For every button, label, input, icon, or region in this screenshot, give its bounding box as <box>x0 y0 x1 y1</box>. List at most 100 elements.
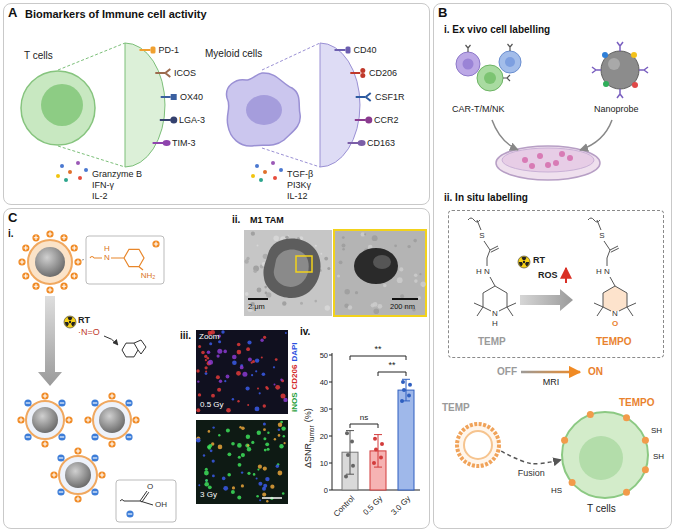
myeloid-zoom-part-part <box>355 119 366 121</box>
fluorescence-image-outline-part <box>240 366 244 370</box>
node-label: 3 Gy <box>200 490 217 500</box>
annotation-label: ROS <box>538 270 558 281</box>
tem-image-outline-part <box>300 302 303 305</box>
nanoprobe-outline-part <box>608 58 620 70</box>
nanoprobe-outline-part <box>603 81 609 87</box>
fluorescence-image: Zoom0.5 Gy <box>196 330 288 414</box>
t-cell-zoom-part-part <box>165 69 170 77</box>
annotation-label: 0 <box>324 486 328 495</box>
tem-image-outline-part <box>371 303 375 307</box>
nanoparticle-part <box>46 230 53 237</box>
fluorescence-image-outline-part <box>247 444 249 446</box>
annotation-label: ON <box>588 366 603 378</box>
fluorescence-image-outline-part <box>267 448 270 451</box>
annotation-label: 20 <box>320 432 328 441</box>
radical-reaction <box>38 296 146 386</box>
tem-image-outline-part <box>374 309 380 315</box>
fluorescence-image-outline-part <box>196 420 288 504</box>
node-label: 2 μm <box>248 302 265 311</box>
reaction-arrow-part <box>520 289 573 311</box>
annotation-label: SH <box>651 426 662 436</box>
annotation-label: PD-1 <box>159 45 180 56</box>
annotation-label: O <box>147 482 153 492</box>
fluorescence-image-outline-part <box>241 484 244 487</box>
fluorescence-image-outline-part <box>196 369 199 372</box>
t-cell-zoom-part <box>160 117 178 124</box>
annotation-label: RT <box>78 315 90 326</box>
bar-chart-part <box>350 356 406 428</box>
t-cell-outline <box>561 411 649 499</box>
t-cell-outline-part <box>21 71 95 145</box>
node-label: T cells <box>587 503 616 515</box>
fluorescence-image-outline-part <box>255 370 257 372</box>
petri-dish-part <box>529 163 535 169</box>
rotated-label-group: iNOSCD206DAPI <box>290 339 300 412</box>
car-cells-outline-part <box>463 59 474 70</box>
node-label: M1 TAM <box>250 215 284 226</box>
fluorescence-image-outline-part <box>212 475 215 478</box>
fluorescence-image-outline-part <box>255 358 259 362</box>
bar-chart-part-part <box>379 456 383 460</box>
cytokine-dots-part <box>68 170 72 174</box>
annotation-label: tumor <box>308 425 316 442</box>
t-cell-zoom-part <box>125 43 165 167</box>
annotation-label: LGA-3 <box>179 115 205 126</box>
nanoparticle <box>18 230 81 293</box>
bar-chart-part-part <box>401 380 405 384</box>
annotation-label: DAPI <box>290 342 300 361</box>
annotation-label: OFF <box>497 366 517 378</box>
nanoprobe-outline-part <box>592 42 648 98</box>
nanoparticle-part <box>71 272 78 279</box>
fluorescence-image-outline-part <box>196 408 200 412</box>
fluorescence-image-outline-part <box>253 473 256 476</box>
fluorescence-image-outline-part <box>278 423 282 427</box>
fluorescence-image-outline-part <box>246 386 250 390</box>
fluorescence-image-outline-part <box>252 360 255 363</box>
t-cell-zoom-part <box>153 140 171 146</box>
node-label: Myeloid cells <box>205 48 262 60</box>
myeloid-zoom-part <box>355 117 373 124</box>
fluorescence-image-outline-part <box>282 492 285 495</box>
reaction-arrow-part <box>521 371 580 374</box>
liposome-outline-part <box>457 424 499 466</box>
car-cells-outline-part <box>466 44 513 81</box>
reaction-arrow-part <box>565 268 567 283</box>
fluorescence-image-outline-part <box>236 371 241 376</box>
tem-image-outline-part <box>257 245 259 247</box>
annotation-label: 30 <box>320 405 328 414</box>
node-label: TEMPO <box>619 397 655 409</box>
annotation-label: i. <box>8 228 14 240</box>
fluorescence-image-outline-part <box>203 454 205 456</box>
myeloid-zoom-part <box>262 43 320 70</box>
fluorescence-image-outline-part <box>258 482 262 486</box>
myeloid-zoom-part-part <box>360 68 365 73</box>
petri-dish-part <box>545 162 551 168</box>
fluorescence-image-outline-part <box>266 500 268 502</box>
fluorescence-image-outline-part <box>219 380 222 383</box>
bar-chart-part-part <box>380 442 384 446</box>
annotation-label: OH <box>155 500 167 510</box>
node-label: Biomarkers of Immune cell activity <box>25 8 207 21</box>
nanoprobe-outline-part <box>602 52 608 58</box>
t-cell-outline-part <box>642 466 649 473</box>
fluorescence-image-outline-part <box>238 463 242 467</box>
myeloid-zoom-part-part <box>350 72 360 74</box>
fluorescence-image-outline-part <box>237 495 241 499</box>
t-cell-zoom-part-part <box>151 47 156 54</box>
t-cell-zoom-part-part <box>140 49 151 51</box>
nanoprobe: Nanoprobe <box>590 40 650 100</box>
car-cells-outline-part <box>456 52 480 76</box>
fluorescence-image-outline-part <box>256 495 259 498</box>
nanoparticle-part <box>22 272 29 279</box>
annotation-label: iv. <box>300 326 310 338</box>
annotation-label: ii. In situ labelling <box>444 192 528 204</box>
fluorescence-image-outline-part <box>205 479 207 481</box>
radical-reaction-part <box>64 316 76 328</box>
fluorescence-image-outline-part <box>270 485 274 489</box>
tem-image-outline-part <box>320 253 322 255</box>
cytokine-dots-part <box>279 168 283 172</box>
fluorescence-image-outline-part <box>281 379 284 382</box>
myeloid-cell-outline-part <box>246 95 282 125</box>
fluorescence-image-outline-part <box>279 444 283 448</box>
